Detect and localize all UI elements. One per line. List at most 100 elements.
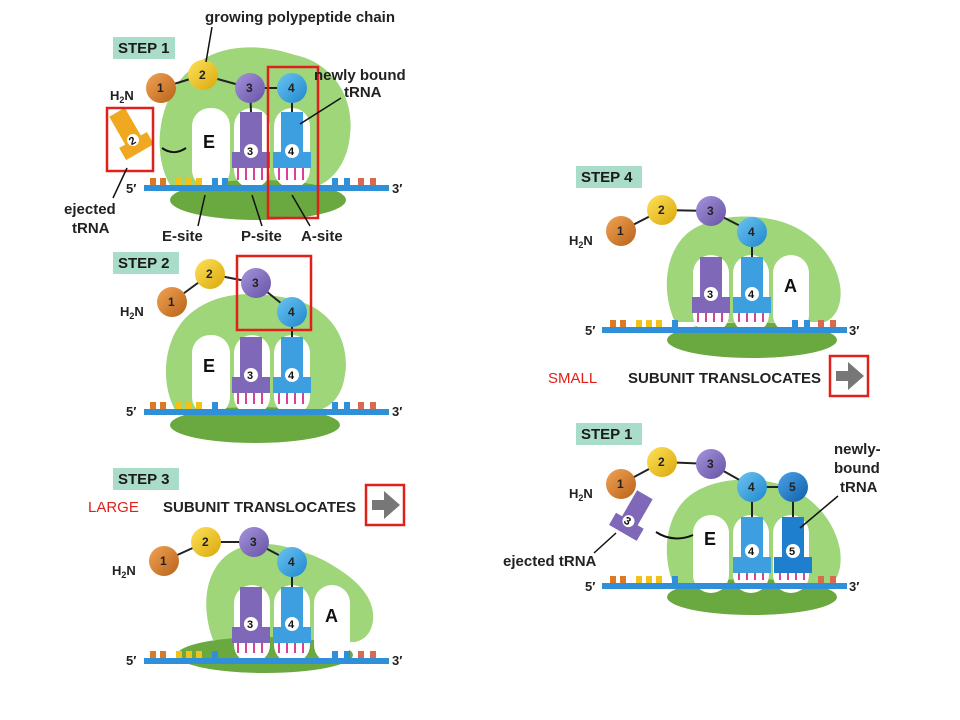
amino-acid-4 [737,217,767,247]
e-site-letter: E [203,356,215,376]
trna-3-number: 3 [247,146,253,158]
e-site-letter: E [704,529,716,549]
svg-text:5′: 5′ [126,653,136,668]
amino-acid-1 [606,469,636,499]
svg-text:4: 4 [288,619,295,631]
codon-ticks [150,178,376,185]
svg-text:3: 3 [707,204,714,218]
e-site-label: E-site [162,228,203,245]
svg-text:5: 5 [789,546,795,558]
large-label: LARGE [88,499,139,516]
e-site-letter: E [203,132,215,152]
amino-acid-4 [277,73,307,103]
amino-acid-1 [149,546,179,576]
svg-text:2: 2 [127,135,138,148]
small-subunit [170,407,340,443]
newly-bound-b-label-3: tRNA [840,479,878,496]
amino-acid-3 [235,73,265,103]
trna-4 [273,337,311,393]
svg-text:3: 3 [252,276,259,290]
svg-text:5′: 5′ [126,404,136,419]
trna-3 [692,257,730,313]
trna-4 [733,257,771,313]
amino-acid-5 [778,472,808,502]
ejection-arrow [655,531,694,540]
svg-text:5: 5 [789,480,796,494]
ejected-trna-label: ejected tRNA [503,553,597,570]
step2-label: STEP 2 [118,255,169,272]
trna-4 [273,112,311,168]
step1-bottom-badge [576,423,642,445]
amino-acid-2 [191,527,221,557]
mrna-strand [144,185,389,191]
svg-text:2: 2 [206,267,213,281]
amino-acid-2 [195,259,225,289]
amino-acid-1 [157,287,187,317]
svg-text:4: 4 [288,555,295,569]
ejected-label-2: tRNA [72,220,110,237]
a-site-letter: A [325,606,338,626]
svg-text:1: 1 [617,224,624,238]
amino-acid-2 [188,60,218,90]
highlight-arrow-box [828,354,870,398]
mrna-strand [602,327,847,333]
step1-top-panel: E 5′ 3′ 3 4 1 2 3 [64,9,406,245]
svg-text:3: 3 [247,619,253,631]
svg-text:4: 4 [748,225,755,239]
trna-3 [232,337,270,393]
svg-text:4: 4 [748,480,755,494]
h2n-label: H2N [569,486,593,503]
e-site-pocket [192,108,230,188]
svg-text:3′: 3′ [849,323,859,338]
amino-acid-2 [647,195,677,225]
svg-text:5′: 5′ [585,323,595,338]
trna-3 [232,112,270,168]
trna-3 [232,587,270,643]
h2n-label: H2N [112,563,136,580]
subunit-translocates-label: SUBUNIT TRANSLOCATES [628,370,821,387]
step3-panel: A 5′ 3′ 3 4 1 2 3 4 H2N STEP 3 LARGE SU [88,468,406,673]
amino-acid-4-label: 4 [288,81,295,95]
ejected-trna-3: 3 [609,490,653,541]
step2-panel: E 5′ 3′ 3 4 1 2 3 4 H2N STEP 2 [113,252,402,443]
h2n-label: H2N [110,88,134,105]
amino-acid-1 [146,73,176,103]
amino-acid-4 [277,547,307,577]
growing-chain-label: growing polypeptide chain [205,9,395,26]
svg-text:2: 2 [202,535,209,549]
trna-4 [273,587,311,643]
highlight-ejected-trna [105,106,155,173]
highlight-newly-bound-trna [266,65,320,220]
h2n-label: H2N [120,304,144,321]
step1-bottom-label: STEP 1 [581,426,632,443]
amino-acid-1-label: 1 [157,81,164,95]
svg-text:2: 2 [658,203,665,217]
amino-acid-2-label: 2 [199,68,206,82]
amino-acid-3 [696,196,726,226]
svg-text:1: 1 [617,477,624,491]
amino-acid-3-label: 3 [246,81,253,95]
svg-text:3: 3 [622,515,633,528]
three-prime-label: 3′ [392,181,402,196]
five-prime-label: 5′ [126,181,136,196]
newly-bound-label-2: tRNA [344,84,382,101]
step1-top-label: STEP 1 [118,40,169,57]
amino-acid-4 [737,472,767,502]
amino-acid-1 [606,216,636,246]
ejection-arrow [161,147,187,154]
ejected-label-1: ejected [64,201,116,218]
svg-text:4: 4 [288,370,295,382]
mrna-strand [602,583,847,589]
svg-text:4: 4 [748,289,755,301]
a-site-letter: A [784,276,797,296]
step1-top-badge [113,37,175,59]
highlight-arrow-box [364,483,406,527]
step2-badge [113,252,179,274]
svg-text:4: 4 [288,305,295,319]
newly-bound-b-label-2: bound [834,460,880,477]
svg-text:4: 4 [748,546,755,558]
svg-text:3′: 3′ [849,579,859,594]
step4-panel: A 5′ 3′ 3 4 1 2 3 4 H2N STEP 4 SMALL SU [548,166,870,398]
subunit-translocates-label: SUBUNIT TRANSLOCATES [163,499,356,516]
